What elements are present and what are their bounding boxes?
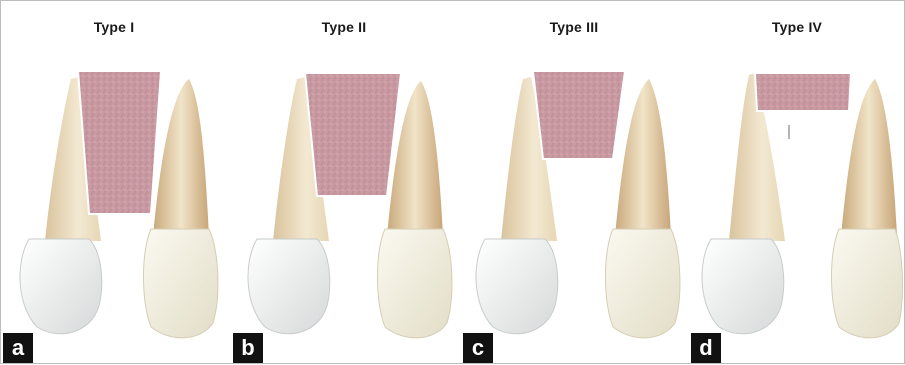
right-tooth-crown [832,229,903,338]
right-tooth-crown [606,229,680,338]
left-tooth-crown [476,239,558,334]
left-tooth-crown [248,239,330,334]
right-tooth-crown [378,229,452,338]
panel-letter: a [3,333,33,363]
right-tooth-root [153,79,209,236]
panel-letter: d [691,333,721,363]
panel-type-1-illustration [1,1,227,365]
panel-type-4-illustration [689,1,905,365]
panel-type-1: Type I a [1,1,227,365]
bone-defect [533,71,625,159]
right-tooth-root [615,79,671,236]
panel-title: Type I [1,19,227,35]
right-tooth-crown [144,229,218,338]
panel-type-2: Type II b [231,1,457,365]
panel-letter: b [233,333,263,363]
panel-type-2-illustration [231,1,457,365]
left-tooth-crown [702,239,784,334]
panel-title: Type IV [689,19,905,35]
panel-letter: c [463,333,493,363]
panel-type-4: Type IV d [689,1,905,365]
bone-defect [305,73,401,196]
panel-title: Type II [231,19,457,35]
left-tooth-crown [20,239,102,334]
bone-defect [755,73,851,111]
panel-title: Type III [461,19,687,35]
panel-type-3-illustration [461,1,687,365]
bone-defect [78,71,161,214]
panel-type-3: Type III c [461,1,687,365]
